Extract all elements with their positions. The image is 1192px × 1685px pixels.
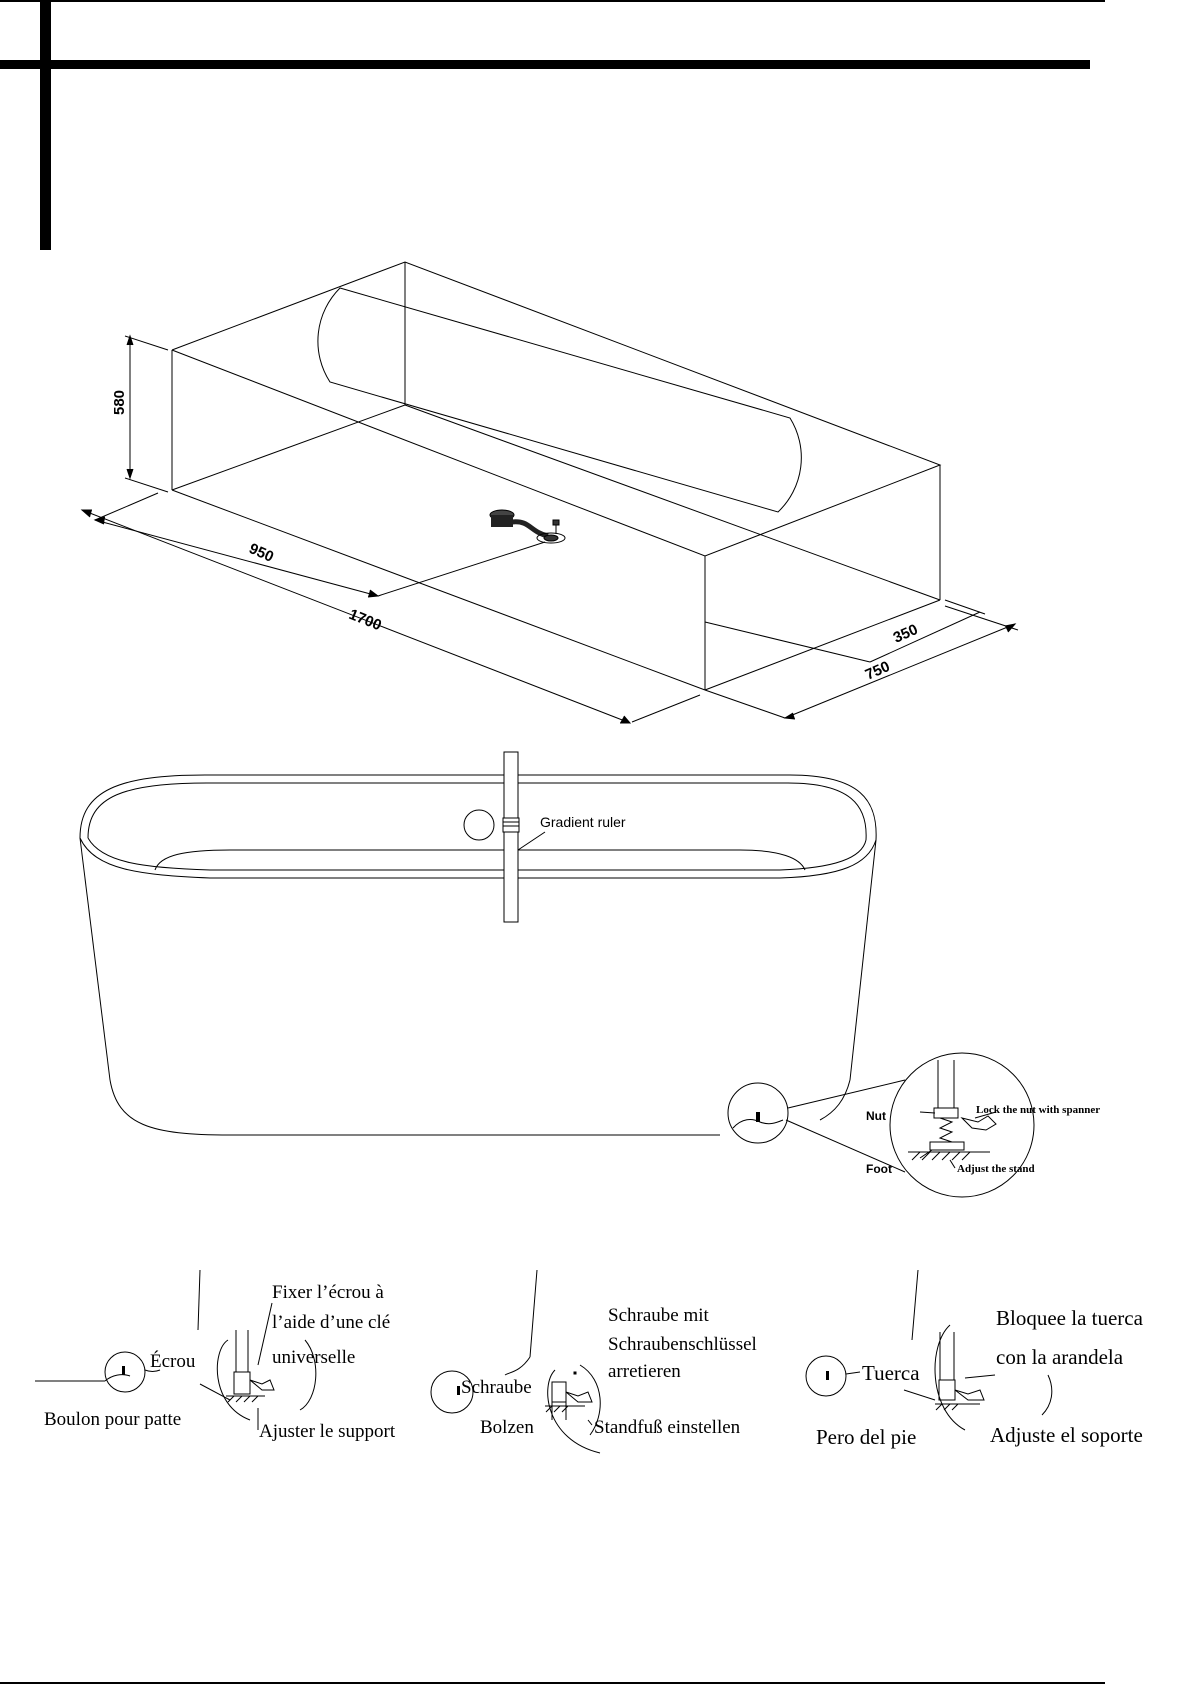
- dim-width: 750: [704, 605, 1019, 720]
- de-bolt-label: Bolzen: [480, 1417, 534, 1438]
- fr-adjust-label: Ajuster le support: [259, 1421, 396, 1442]
- fr-bolt-label: Boulon pour patte: [44, 1409, 181, 1430]
- drain-waste: [489, 509, 566, 544]
- de-fix-line3: arretieren: [608, 1361, 681, 1382]
- en-foot-label: Foot: [866, 1162, 892, 1176]
- de-fix-line1: Schraube mit: [608, 1305, 710, 1326]
- length-label: 1700: [347, 606, 384, 634]
- height-label: 580: [111, 390, 128, 415]
- dim-length: 1700: [80, 509, 701, 724]
- es-nut-label: Tuerca: [862, 1361, 920, 1385]
- gradient-ruler-label: Gradient ruler: [540, 814, 626, 830]
- es-fix-line1: Bloquee la tuerca: [996, 1306, 1144, 1330]
- fr-fix-line2: l’aide d’une clé: [272, 1312, 390, 1333]
- dim-drain-offset: 950: [93, 492, 380, 598]
- dim-side-offset: 350: [704, 599, 986, 663]
- en-adjust-label: Adjust the stand: [957, 1163, 1035, 1175]
- es-adjust-label: Adjuste el soporte: [990, 1423, 1143, 1447]
- es-bolt-label: Pero del pie: [816, 1425, 916, 1449]
- detail-french: Fixer l’écrou à l’aide d’une clé univers…: [35, 1269, 396, 1442]
- detail-german: Schraube mit Schraubenschlüssel arretier…: [430, 1269, 757, 1454]
- header-bars: [0, 0, 1105, 250]
- en-nut-label: Nut: [866, 1109, 886, 1123]
- fr-nut-label: Écrou: [150, 1350, 196, 1372]
- side-offset-label: 350: [891, 621, 921, 647]
- fr-fix-line1: Fixer l’écrou à: [272, 1282, 384, 1303]
- detail-spanish: Bloquee la tuerca con la arandela Tuerca…: [805, 1269, 1144, 1449]
- de-adjust-label: Standfuß einstellen: [594, 1417, 741, 1438]
- freestanding-tub-drawing: Gradient ruler Nut Lock the nut with spa…: [79, 751, 1100, 1198]
- fr-fix-line3: universelle: [272, 1347, 355, 1368]
- dim-height: 580: [111, 334, 169, 493]
- de-nut-label: Schraube: [461, 1377, 532, 1398]
- isometric-bathtub-drawing: 580 950 1700 350: [80, 261, 1019, 724]
- es-fix-line2: con la arandela: [996, 1345, 1124, 1369]
- de-fix-line2: Schraubenschlüssel: [608, 1334, 757, 1355]
- en-lock-label: Lock the nut with spanner: [976, 1104, 1100, 1116]
